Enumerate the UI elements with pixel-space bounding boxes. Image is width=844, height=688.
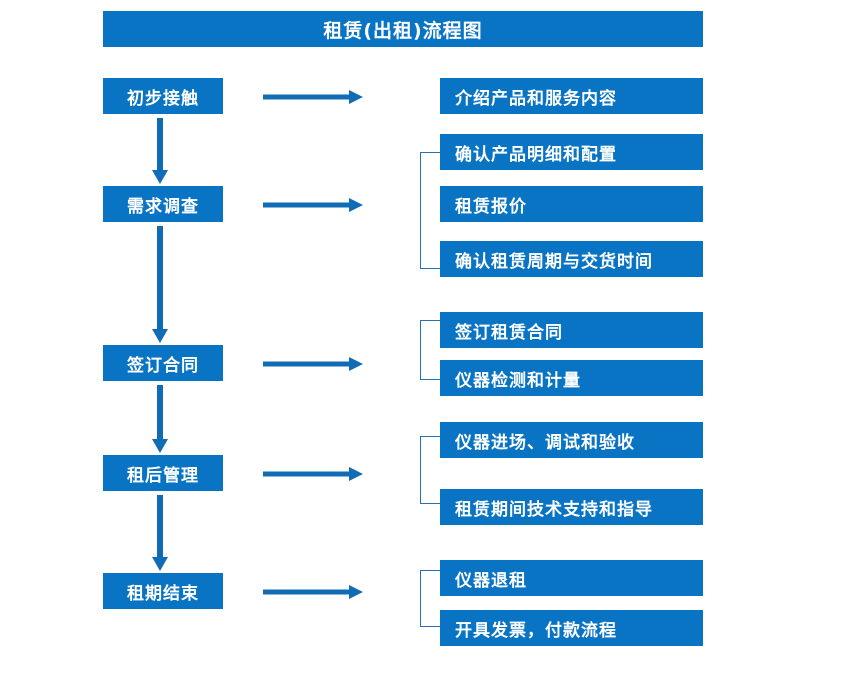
group-bracket-3 bbox=[420, 436, 440, 504]
detail-box-2[interactable]: 确认产品明细和配置 bbox=[440, 134, 703, 170]
group-bracket-2 bbox=[420, 320, 440, 380]
vertical-arrow-4 bbox=[152, 495, 168, 571]
horizontal-arrow-5 bbox=[263, 584, 363, 599]
vertical-arrow-2 bbox=[152, 226, 168, 343]
detail-box-10[interactable]: 开具发票，付款流程 bbox=[440, 610, 703, 646]
horizontal-arrow-2 bbox=[263, 197, 363, 212]
horizontal-arrow-1 bbox=[263, 89, 363, 104]
detail-box-9[interactable]: 仪器退租 bbox=[440, 560, 703, 596]
stage-box-5[interactable]: 租期结束 bbox=[103, 573, 223, 609]
horizontal-arrow-3 bbox=[263, 356, 363, 371]
vertical-arrow-1 bbox=[152, 118, 168, 184]
stage-box-3[interactable]: 签订合同 bbox=[103, 345, 223, 381]
detail-box-5[interactable]: 签订租赁合同 bbox=[440, 312, 703, 348]
detail-box-7[interactable]: 仪器进场、调试和验收 bbox=[440, 422, 703, 458]
horizontal-arrow-4 bbox=[263, 466, 363, 481]
diagram-title: 租赁(出租)流程图 bbox=[103, 11, 703, 47]
stage-box-2[interactable]: 需求调查 bbox=[103, 186, 223, 222]
detail-box-3[interactable]: 租赁报价 bbox=[440, 186, 703, 222]
stage-box-1[interactable]: 初步接触 bbox=[103, 78, 223, 114]
group-bracket-4 bbox=[420, 570, 440, 627]
detail-box-4[interactable]: 确认租赁周期与交货时间 bbox=[440, 241, 703, 277]
detail-box-1[interactable]: 介绍产品和服务内容 bbox=[440, 78, 703, 114]
detail-box-8[interactable]: 租赁期间技术支持和指导 bbox=[440, 489, 703, 525]
group-bracket-1 bbox=[420, 152, 440, 269]
detail-box-6[interactable]: 仪器检测和计量 bbox=[440, 360, 703, 396]
stage-box-4[interactable]: 租后管理 bbox=[103, 455, 223, 491]
vertical-arrow-3 bbox=[152, 385, 168, 453]
